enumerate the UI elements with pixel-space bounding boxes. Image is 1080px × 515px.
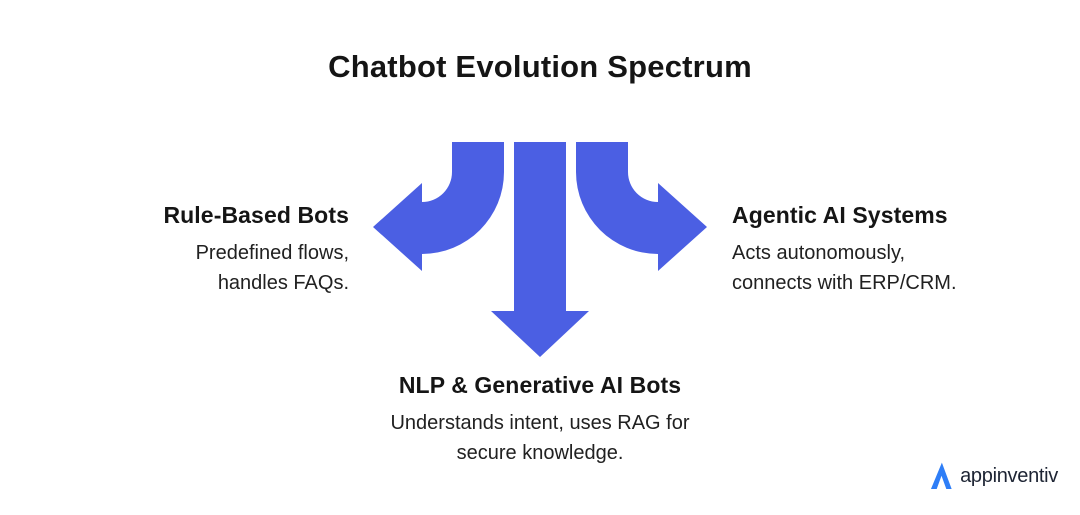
appinventiv-logo-text: appinventiv [960, 464, 1058, 487]
diagram-title: Chatbot Evolution Spectrum [328, 49, 752, 84]
node-description-line: secure knowledge. [456, 442, 624, 464]
node-description-line: Understands intent, uses RAG for [390, 412, 690, 434]
node-heading: NLP & Generative AI Bots [398, 372, 682, 398]
node-rule-based-bots: Rule-Based Bots Predefined flows, handle… [163, 200, 349, 298]
node-description-line: handles FAQs. [217, 272, 349, 294]
left-curved-arrow-icon [373, 142, 504, 271]
node-nlp-generative-ai-bots: NLP & Generative AI Bots Understands int… [0, 370, 1080, 468]
appinventiv-a-mark-icon [931, 462, 952, 490]
node-description-line: Predefined flows, [195, 242, 349, 264]
node-agentic-ai-systems: Agentic AI Systems Acts autonomously, co… [732, 200, 957, 298]
node-heading: Rule-Based Bots [163, 202, 349, 228]
node-description-line: Acts autonomously, [732, 242, 906, 264]
node-description-line: connects with ERP/CRM. [732, 272, 957, 294]
appinventiv-logo: appinventiv [930, 461, 1058, 491]
down-straight-arrow-icon [491, 142, 589, 357]
right-curved-arrow-icon [576, 142, 707, 271]
node-heading: Agentic AI Systems [732, 202, 948, 228]
three-way-branch-arrow-graphic [373, 142, 707, 357]
